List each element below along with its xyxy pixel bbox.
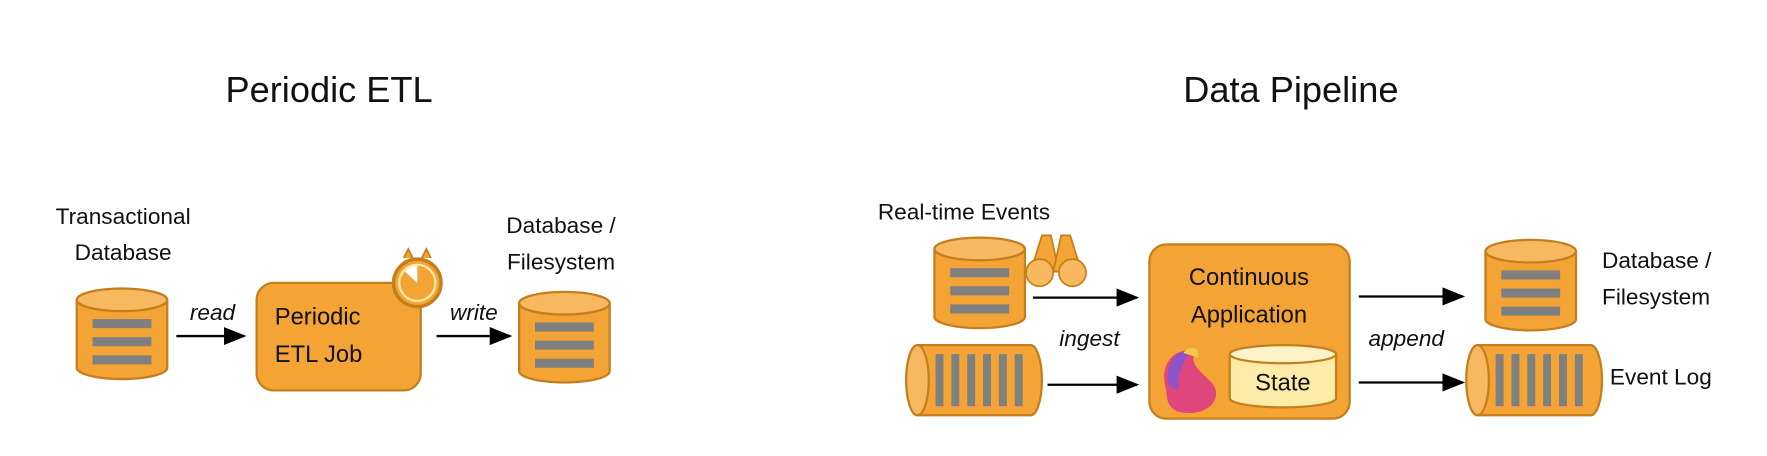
append-label: append bbox=[1369, 326, 1446, 351]
app-label-line2: Application bbox=[1191, 301, 1307, 328]
read-label: read bbox=[190, 300, 237, 325]
output-database-icon bbox=[1484, 238, 1578, 332]
target-database-icon bbox=[518, 290, 611, 384]
state-cylinder bbox=[1228, 343, 1338, 409]
event-log-label: Event Log bbox=[1610, 365, 1712, 390]
target-label-line2: Filesystem bbox=[507, 249, 615, 274]
binoculars-icon bbox=[1025, 234, 1087, 288]
etl-job-label-line2: ETL Job bbox=[275, 341, 363, 368]
transactional-database-icon bbox=[75, 287, 169, 381]
source-label-line2: Database bbox=[75, 240, 172, 265]
flink-squirrel-icon bbox=[1164, 347, 1217, 414]
ingest-label: ingest bbox=[1059, 326, 1121, 351]
state-label: State bbox=[1255, 369, 1310, 396]
etl-job-label-line1: Periodic bbox=[275, 304, 361, 331]
output-db-label-line1: Database / bbox=[1602, 248, 1712, 273]
stopwatch-icon bbox=[391, 247, 443, 309]
data-pipeline-title: Data Pipeline bbox=[1183, 69, 1398, 110]
periodic-etl-title: Periodic ETL bbox=[225, 69, 432, 110]
output-db-label-line2: Filesystem bbox=[1602, 284, 1710, 309]
app-label-line1: Continuous bbox=[1189, 264, 1309, 291]
etl-job-box bbox=[255, 281, 422, 392]
event-log-queue-icon bbox=[1465, 343, 1604, 417]
source-label-line1: Transactional bbox=[56, 204, 191, 229]
write-label: write bbox=[450, 300, 498, 325]
events-database-icon bbox=[933, 236, 1027, 330]
target-label-line1: Database / bbox=[506, 213, 616, 238]
events-queue-icon bbox=[904, 343, 1044, 417]
real-time-events-label: Real-time Events bbox=[878, 200, 1050, 225]
